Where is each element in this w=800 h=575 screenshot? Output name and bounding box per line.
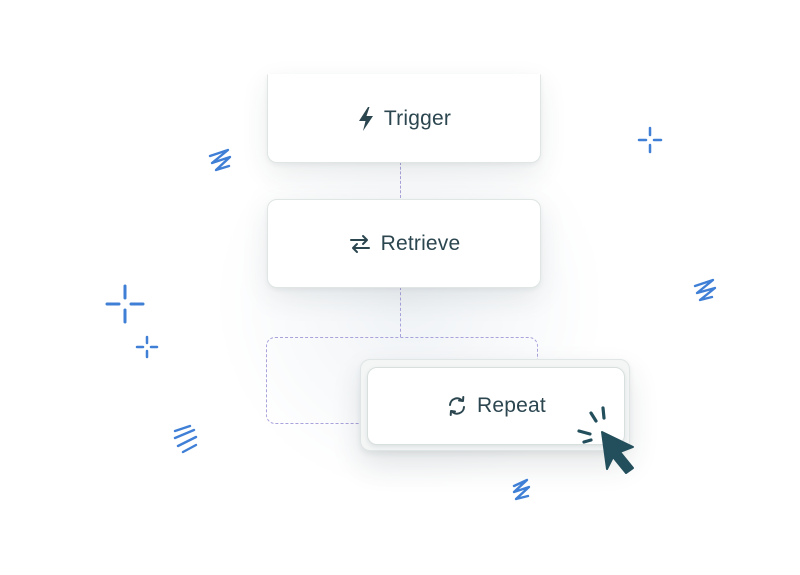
refresh-cycle-icon: [446, 395, 468, 417]
repeat-node[interactable]: Repeat: [367, 367, 625, 445]
repeat-label: Repeat: [477, 394, 546, 417]
retrieve-node[interactable]: Retrieve: [267, 199, 541, 288]
retrieve-label: Retrieve: [380, 231, 461, 255]
connector-trigger-retrieve: [400, 162, 401, 198]
swap-arrows-icon: [348, 233, 372, 255]
trigger-node[interactable]: Trigger: [267, 74, 541, 163]
sparkle-icon: [105, 284, 145, 324]
connector-retrieve-repeat: [400, 287, 401, 337]
squiggle-icon: [693, 278, 717, 302]
lightning-bolt-icon: [357, 106, 375, 132]
sparkle-icon: [637, 126, 663, 154]
trigger-label: Trigger: [383, 106, 452, 130]
